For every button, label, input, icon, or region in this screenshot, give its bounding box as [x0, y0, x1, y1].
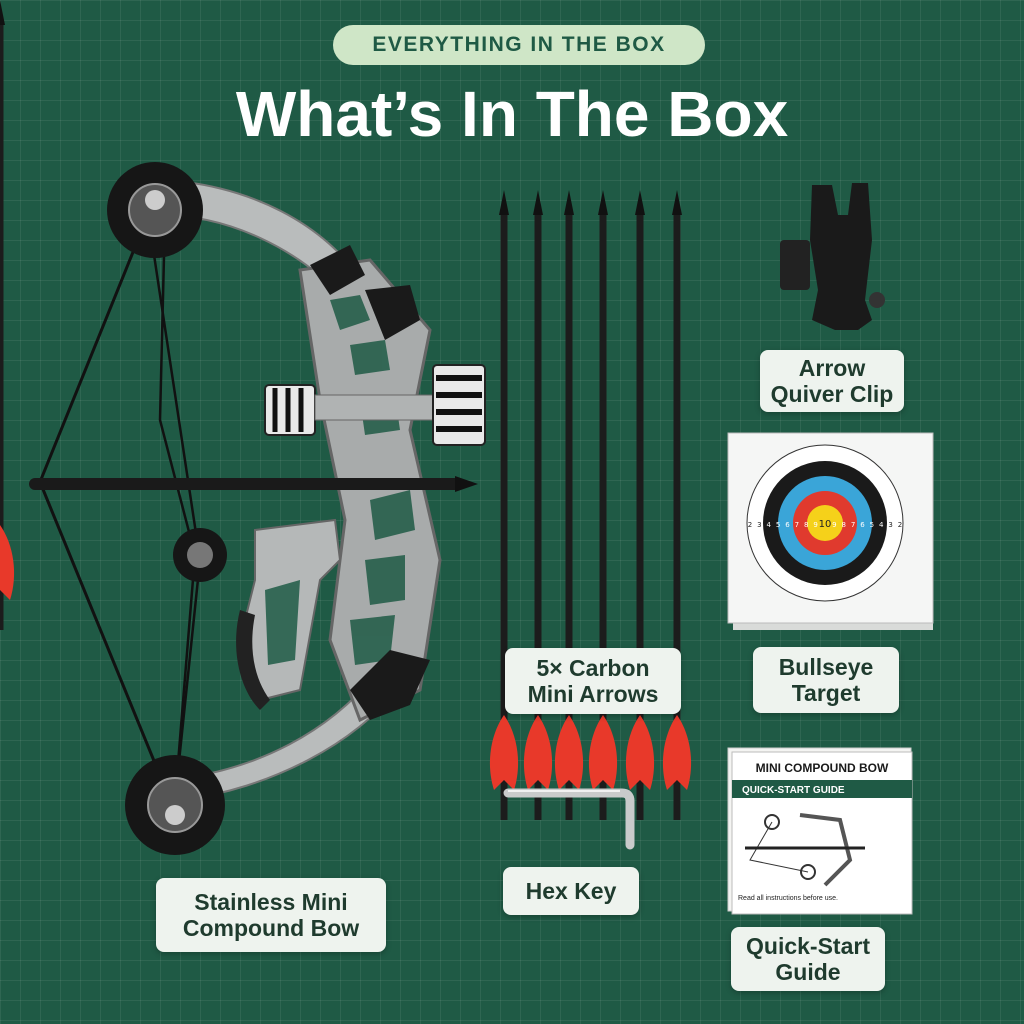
arrows-image	[0, 0, 691, 820]
target-ring-number: 7	[851, 521, 855, 529]
target-ring-number: 4	[767, 521, 772, 529]
arrows-label-line1: 5× Carbon	[536, 655, 650, 681]
target-ring-number: 9	[832, 521, 836, 529]
hexkey-label-line1: Hex Key	[525, 878, 617, 904]
quiver-label-line1: Arrow	[798, 355, 866, 381]
target-ring-number: 9	[813, 521, 817, 529]
booklet-note: Read all instructions before use.	[738, 895, 838, 902]
guide-label-line1: Quick-Start	[746, 933, 870, 959]
quiver-label-line2: Quiver Clip	[770, 381, 894, 407]
target-ring-number: 5	[870, 521, 874, 529]
quiver-clip-image	[780, 183, 885, 330]
target-label-line1: Bullseye	[778, 654, 874, 680]
bow-label-line1: Stainless Mini	[194, 889, 348, 915]
target-center-number: 10	[819, 519, 832, 530]
bow-label-line2: Compound Bow	[182, 915, 360, 941]
page-title: What’s In The Box	[235, 78, 789, 150]
target-ring-number: 6	[785, 521, 790, 529]
booklet-subtitle: QUICK-START GUIDE	[742, 785, 845, 796]
target-ring-number: 5	[776, 521, 780, 529]
guide-booklet-image: MINI COMPOUND BOW QUICK-START GUIDE Read…	[727, 747, 913, 915]
header-badge: EVERYTHING IN THE BOX	[333, 25, 705, 65]
bullseye-target-image: 10	[727, 432, 934, 630]
target-ring-number: 8	[804, 521, 808, 529]
target-ring-number: 6	[860, 521, 865, 529]
target-label-line2: Target	[791, 680, 861, 706]
target-ring-number: 2	[748, 521, 752, 529]
hex-key-image	[503, 788, 635, 850]
compound-bow-image	[29, 162, 486, 855]
guide-label-line2: Guide	[775, 959, 841, 985]
target-ring-number: 8	[842, 521, 846, 529]
target-ring-number: 3	[757, 521, 761, 529]
target-ring-number: 3	[888, 521, 892, 529]
target-ring-number: 4	[879, 521, 884, 529]
arrows-label-line2: Mini Arrows	[527, 681, 659, 707]
target-ring-number: 2	[898, 521, 902, 529]
hexkey-label: Hex Key	[503, 867, 639, 915]
booklet-title: MINI COMPOUND BOW	[756, 761, 889, 775]
target-ring-number: 7	[795, 521, 799, 529]
